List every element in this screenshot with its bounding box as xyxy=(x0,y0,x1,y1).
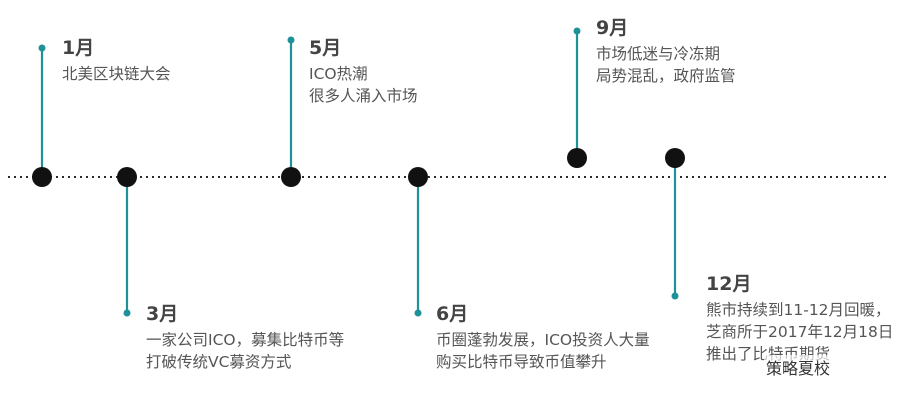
event-node-jun xyxy=(408,167,428,187)
event-node-may xyxy=(281,167,301,187)
event-description: 北美区块链大会 xyxy=(62,65,171,83)
event-node-mar xyxy=(117,167,137,187)
event-node-jan xyxy=(32,167,52,187)
event-label-jun: 6月 币圈蓬勃发展，ICO投资人大量 购买比特币导致币值攀升 xyxy=(436,302,650,373)
event-description: 局势混乱，政府监管 xyxy=(596,67,736,85)
event-description: ICO热潮 xyxy=(309,65,368,83)
event-month: 6月 xyxy=(436,303,469,325)
event-end-dot-may xyxy=(287,36,295,44)
event-description: 打破传统VC募资方式 xyxy=(146,353,292,371)
event-description: 熊市持续到11-12月回暖， xyxy=(706,301,891,319)
event-label-jan: 1月 北美区块链大会 xyxy=(62,36,171,85)
event-node-dec xyxy=(665,148,685,168)
event-description: 芝商所于2017年12月18日 xyxy=(706,323,894,341)
event-label-dec: 12月 熊市持续到11-12月回暖， 芝商所于2017年12月18日 推出了比特… xyxy=(706,272,893,365)
watermark: 策略夏校 xyxy=(764,355,833,379)
event-end-dot-jan xyxy=(38,44,46,52)
event-description: 购买比特币导致币值攀升 xyxy=(436,353,607,371)
event-end-dot-jun xyxy=(414,309,422,317)
event-end-dot-mar xyxy=(123,309,131,317)
event-end-dot-dec xyxy=(671,292,679,300)
event-label-may: 5月 ICO热潮 很多人涌入市场 xyxy=(309,36,418,107)
event-description: 币圈蓬勃发展，ICO投资人大量 xyxy=(436,331,650,349)
event-label-sep: 9月 市场低迷与冷冻期 局势混乱，政府监管 xyxy=(596,16,736,87)
event-description: 一家公司ICO，募集比特币等 xyxy=(146,331,345,349)
event-description: 市场低迷与冷冻期 xyxy=(596,45,721,63)
event-month: 12月 xyxy=(706,273,752,295)
event-month: 5月 xyxy=(309,37,342,59)
event-label-mar: 3月 一家公司ICO，募集比特币等 打破传统VC募资方式 xyxy=(146,302,344,373)
event-description: 很多人涌入市场 xyxy=(309,87,418,105)
event-end-dot-sep xyxy=(573,27,581,35)
event-month: 9月 xyxy=(596,17,629,39)
event-node-sep xyxy=(567,148,587,168)
event-month: 1月 xyxy=(62,37,95,59)
event-month: 3月 xyxy=(146,303,179,325)
